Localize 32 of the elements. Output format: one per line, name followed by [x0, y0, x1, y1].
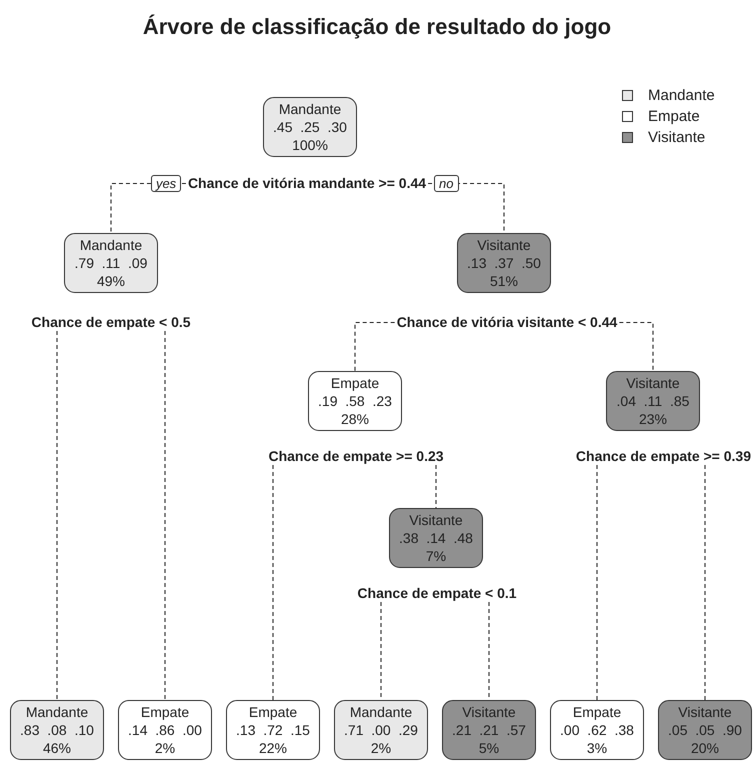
split-rule-label: Chance de empate < 0.5 — [29, 314, 193, 331]
split-rule-label: Chance de empate >= 0.23 — [266, 448, 446, 465]
tree-node-box: Visitante .13 .37 .50 51% — [457, 233, 551, 293]
dashed-connector — [272, 464, 274, 700]
tree-node-box: Visitante .05 .05 .90 20% — [658, 700, 752, 760]
legend-label: Visitante — [648, 129, 706, 146]
chart-title: Árvore de classificação de resultado do jogo — [142, 14, 612, 40]
tree-node-box: Empate .19 .58 .23 28% — [308, 371, 402, 431]
edge-label: yes — [150, 175, 182, 192]
legend-label: Empate — [648, 108, 700, 125]
tree-node-box: Empate .00 .62 .38 3% — [550, 700, 644, 760]
edge-label: no — [434, 175, 459, 192]
dashed-connector — [704, 464, 706, 700]
dashed-connector — [618, 322, 654, 372]
split-rule-label: Chance de vitória visitante < 0.44 — [394, 314, 620, 331]
split-rule-label: Chance de empate >= 0.39 — [574, 448, 753, 465]
tree-node-box: Mandante .79 .11 .09 49% — [64, 233, 158, 293]
tree-node-box: Mandante .71 .00 .29 2% — [334, 700, 428, 760]
tree-node-box: Mandante .83 .08 .10 46% — [10, 700, 104, 760]
dashed-connector — [56, 330, 58, 700]
dashed-connector — [354, 322, 396, 372]
split-rule-label: Chance de vitória mandante >= 0.44 — [186, 175, 428, 192]
tree-node-box: Visitante .38 .14 .48 7% — [389, 508, 483, 568]
tree-node-box: Empate .14 .86 .00 2% — [118, 700, 212, 760]
split-rule-label: Chance de empate < 0.1 — [355, 585, 519, 602]
dashed-connector — [164, 330, 166, 700]
tree-node-box: Visitante .21 .21 .57 5% — [442, 700, 536, 760]
legend-label: Mandante — [648, 87, 715, 104]
dashed-connector — [596, 464, 598, 700]
tree-node-box: Empate .13 .72 .15 22% — [226, 700, 320, 760]
tree-node-box: Visitante .04 .11 .85 23% — [606, 371, 700, 431]
tree-node-box: Mandante .45 .25 .30 100% — [263, 97, 357, 157]
